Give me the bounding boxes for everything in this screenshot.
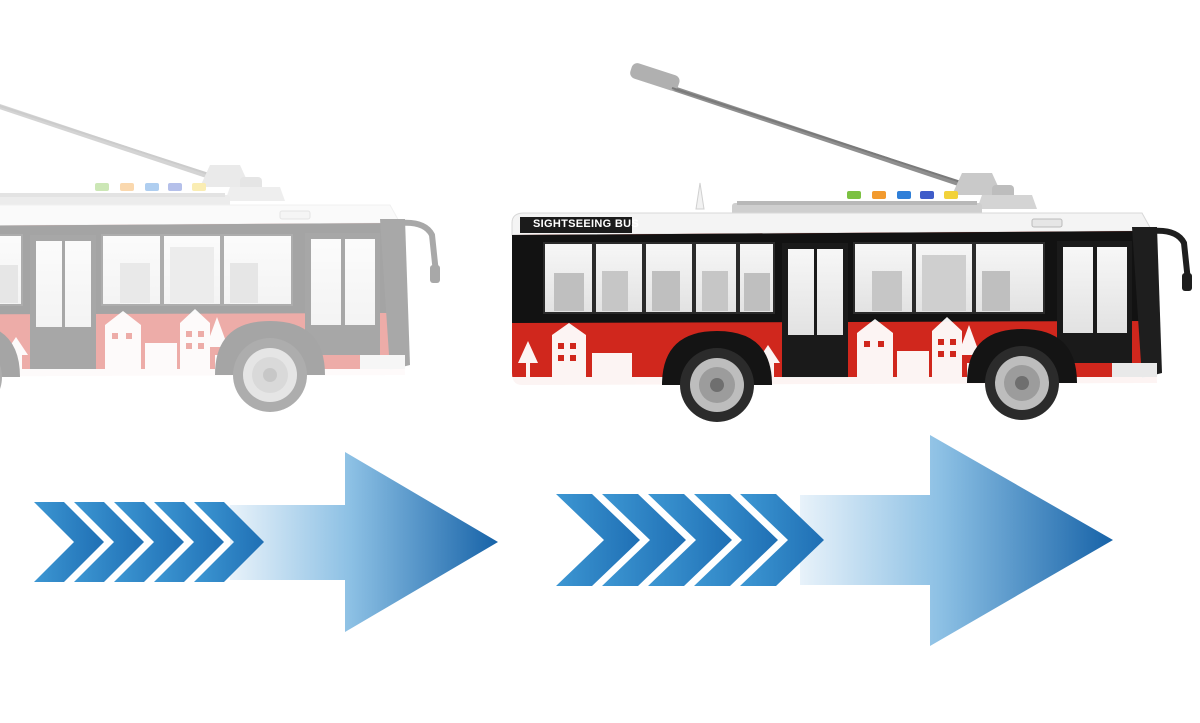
arrow-left (34, 452, 498, 632)
trolleybus: SIGHTSEEING BUS (512, 62, 1192, 422)
arrow-right (556, 435, 1113, 646)
destination-sign: SIGHTSEEING BUS (533, 218, 639, 230)
ghost-trolleybus (0, 54, 440, 414)
